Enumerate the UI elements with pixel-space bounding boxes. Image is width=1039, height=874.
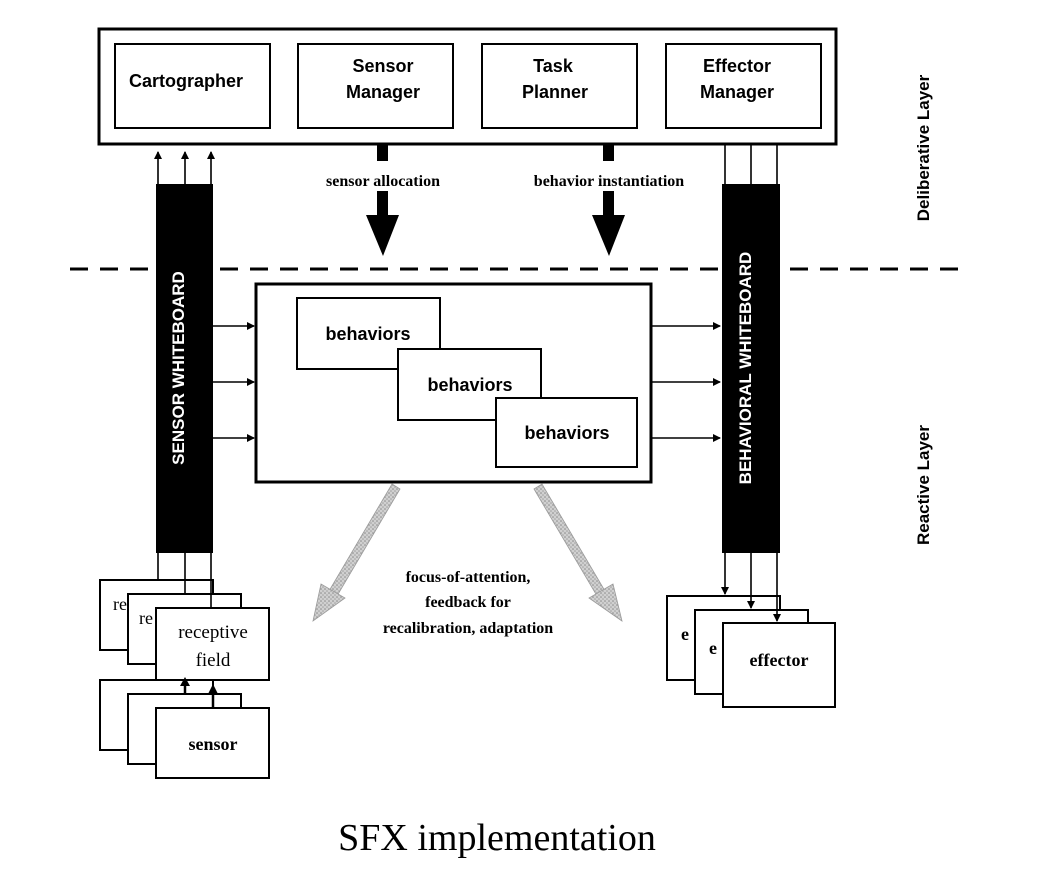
cartographer-label: Cartographer <box>129 71 243 91</box>
whiteboard-to-cartographer-arrows <box>154 151 215 184</box>
task-planner-label-line2: Planner <box>522 82 588 102</box>
reactive-layer-label: Reactive Layer <box>914 425 933 545</box>
diagram-caption: SFX implementation <box>338 817 656 859</box>
sensor-allocation-label: sensor allocation <box>326 173 440 190</box>
whiteboard-to-behaviors-arrows <box>213 322 255 442</box>
whiteboard-to-receptive-field-lines <box>157 553 212 608</box>
behaviors-to-whiteboard-arrows <box>651 322 721 442</box>
task-planner-label-line1: Task <box>533 56 574 76</box>
task-planner-box <box>481 43 638 129</box>
behaviors-box-3 <box>495 397 638 468</box>
receptive-field-label-line2: field <box>196 650 231 671</box>
behaviors-label-2: behaviors <box>427 375 512 395</box>
behavioral-whiteboard <box>722 184 780 553</box>
sensor-to-receptive-field-arrows <box>180 677 218 708</box>
sensor-label: sensor <box>189 734 238 754</box>
effector-label-back-2: e <box>709 638 717 658</box>
sensor-allocation-arrow <box>366 144 399 256</box>
effector-manager-label-line1: Effector <box>703 56 771 76</box>
effector-manager-to-whiteboard-lines <box>724 144 778 184</box>
effector-box-front <box>722 622 836 708</box>
sensor-whiteboard <box>156 184 213 553</box>
effector-manager-box <box>665 43 822 129</box>
receptive-field-label-back-1: re <box>113 594 127 614</box>
sensor-manager-label-line2: Manager <box>346 82 420 102</box>
feedback-label-line1: focus-of-attention, <box>406 569 531 586</box>
sensor-box-front <box>155 707 270 779</box>
cartographer-box <box>114 43 271 129</box>
deliberative-layer-label: Deliberative Layer <box>914 74 933 221</box>
whiteboard-to-effector-arrows <box>721 553 781 622</box>
feedback-arrow-right <box>533 483 623 622</box>
effector-label: effector <box>750 650 809 670</box>
behaviors-label-1: behaviors <box>325 324 410 344</box>
behavior-instantiation-arrow <box>592 144 625 256</box>
receptive-field-box-front <box>155 607 270 681</box>
sensor-manager-box <box>297 43 454 129</box>
behavior-instantiation-label: behavior instantiation <box>534 173 685 190</box>
receptive-field-label-back-2: re <box>139 608 153 628</box>
effector-label-back-1: e <box>681 624 689 644</box>
effector-manager-label-line2: Manager <box>700 82 774 102</box>
behaviors-label-3: behaviors <box>524 423 609 443</box>
sensor-manager-label-line1: Sensor <box>352 56 413 76</box>
receptive-field-label-line1: receptive <box>178 622 248 643</box>
feedback-label-line3: recalibration, adaptation <box>383 620 553 637</box>
sensor-whiteboard-label: SENSOR WHITEBOARD <box>169 271 188 465</box>
behavioral-whiteboard-label: BEHAVIORAL WHITEBOARD <box>736 252 755 485</box>
feedback-label-line2: feedback for <box>425 594 511 611</box>
feedback-arrow-left <box>312 483 401 622</box>
